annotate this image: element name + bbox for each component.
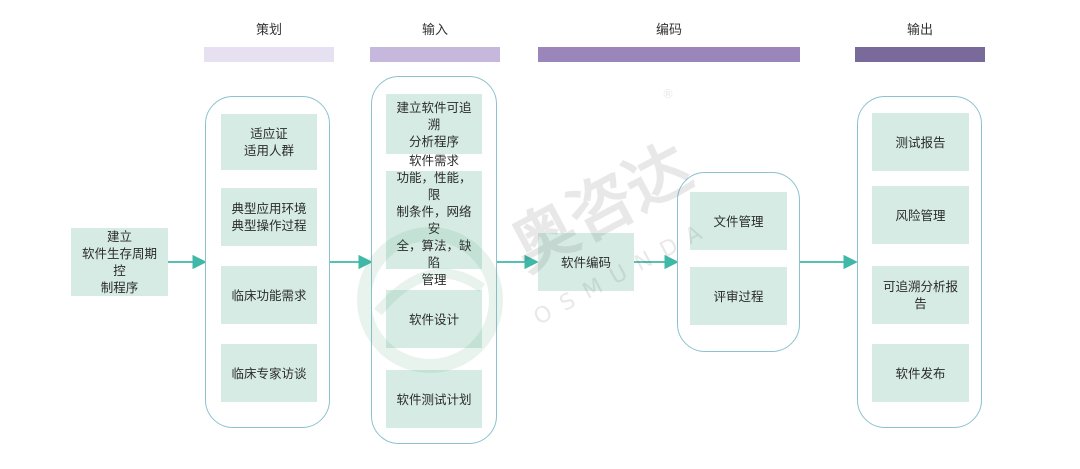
box-line: 软件生存周期控 — [81, 246, 157, 278]
box-text: 文件管理 — [713, 213, 763, 230]
phase-bar-planning — [204, 47, 334, 62]
box-software-design: 软件设计 — [386, 290, 482, 348]
box-line: 适应证 — [250, 126, 288, 141]
box-text: 软件设计 — [409, 311, 459, 328]
box-line: 软件编码 — [560, 254, 611, 270]
box-software-coding: 软件编码 — [538, 233, 634, 291]
box-test-report: 测试报告 — [872, 113, 969, 171]
box-clinical-requirements: 临床功能需求 — [221, 266, 317, 324]
box-line: 评审过程 — [713, 288, 764, 304]
box-text: 临床专家访谈 — [231, 365, 306, 382]
box-text: 适应证适用人群 — [244, 125, 294, 159]
box-line: 风险管理 — [895, 207, 946, 223]
box-risk-management: 风险管理 — [872, 186, 969, 244]
box-text: 软件编码 — [561, 254, 611, 271]
watermark-registered-mark: ® — [662, 87, 674, 101]
phase-label-coding: 编码 — [655, 23, 682, 38]
phase-bar-coding — [538, 47, 800, 62]
box-line: 管理 — [421, 272, 447, 287]
phase-label-output: 输出 — [906, 23, 933, 38]
box-line: 制条件，网络安 — [396, 204, 472, 236]
box-software-release: 软件发布 — [872, 344, 969, 402]
box-typical-environment: 典型应用环境典型操作过程 — [221, 188, 317, 246]
box-line: 可追溯分析报告 — [882, 279, 958, 311]
box-line: 临床专家访谈 — [231, 365, 307, 381]
box-indications: 适应证适用人群 — [221, 114, 317, 170]
box-software-requirements: 软件需求功能，性能，限制条件，网络安全，算法，缺陷管理 — [386, 153, 482, 287]
box-text: 评审过程 — [713, 288, 763, 305]
box-text: 临床功能需求 — [231, 287, 306, 304]
box-line: 软件发布 — [895, 365, 946, 381]
box-line: 典型操作过程 — [231, 218, 307, 233]
box-expert-interview: 临床专家访谈 — [221, 344, 317, 402]
phase-label-input: 输入 — [421, 23, 448, 38]
box-text: 软件发布 — [895, 365, 945, 382]
box-line: 适用人群 — [243, 143, 294, 158]
start-box-lifecycle-control: 建立软件生存周期控制程序 — [71, 228, 168, 296]
box-document-management: 文件管理 — [690, 192, 787, 250]
phase-label-planning: 策划 — [255, 23, 282, 38]
box-review-process: 评审过程 — [690, 267, 787, 325]
box-line: 全，算法，缺陷 — [396, 238, 472, 270]
box-line: 功能，性能，限 — [396, 170, 472, 202]
box-text: 软件需求功能，性能，限制条件，网络安全，算法，缺陷管理 — [392, 152, 476, 288]
box-line: 软件设计 — [408, 311, 459, 327]
box-traceability-procedure: 建立软件可追溯分析程序 — [386, 94, 482, 154]
box-line: 临床功能需求 — [231, 287, 307, 303]
box-line: 建立 — [106, 229, 132, 244]
box-traceability-report: 可追溯分析报告 — [872, 266, 969, 324]
box-line: 分析程序 — [408, 133, 459, 149]
phase-bar-input — [370, 47, 500, 62]
box-line: 软件需求 — [408, 153, 459, 168]
phase-bar-output — [855, 47, 985, 62]
box-line: 软件测试计划 — [396, 391, 472, 407]
box-text: 软件测试计划 — [396, 391, 471, 408]
box-line: 制程序 — [100, 280, 139, 295]
box-text: 可追溯分析报告 — [878, 278, 963, 312]
box-line: 建立软件可追溯 — [396, 99, 472, 132]
box-text: 测试报告 — [895, 134, 945, 151]
box-text: 典型应用环境典型操作过程 — [231, 200, 306, 234]
box-text: 建立软件生存周期控制程序 — [77, 228, 162, 296]
box-line: 典型应用环境 — [231, 201, 307, 216]
box-text: 建立软件可追溯分析程序 — [392, 99, 476, 150]
box-text: 风险管理 — [895, 207, 945, 224]
box-line: 测试报告 — [895, 134, 946, 150]
box-test-plan: 软件测试计划 — [386, 370, 482, 428]
box-line: 文件管理 — [713, 213, 764, 229]
